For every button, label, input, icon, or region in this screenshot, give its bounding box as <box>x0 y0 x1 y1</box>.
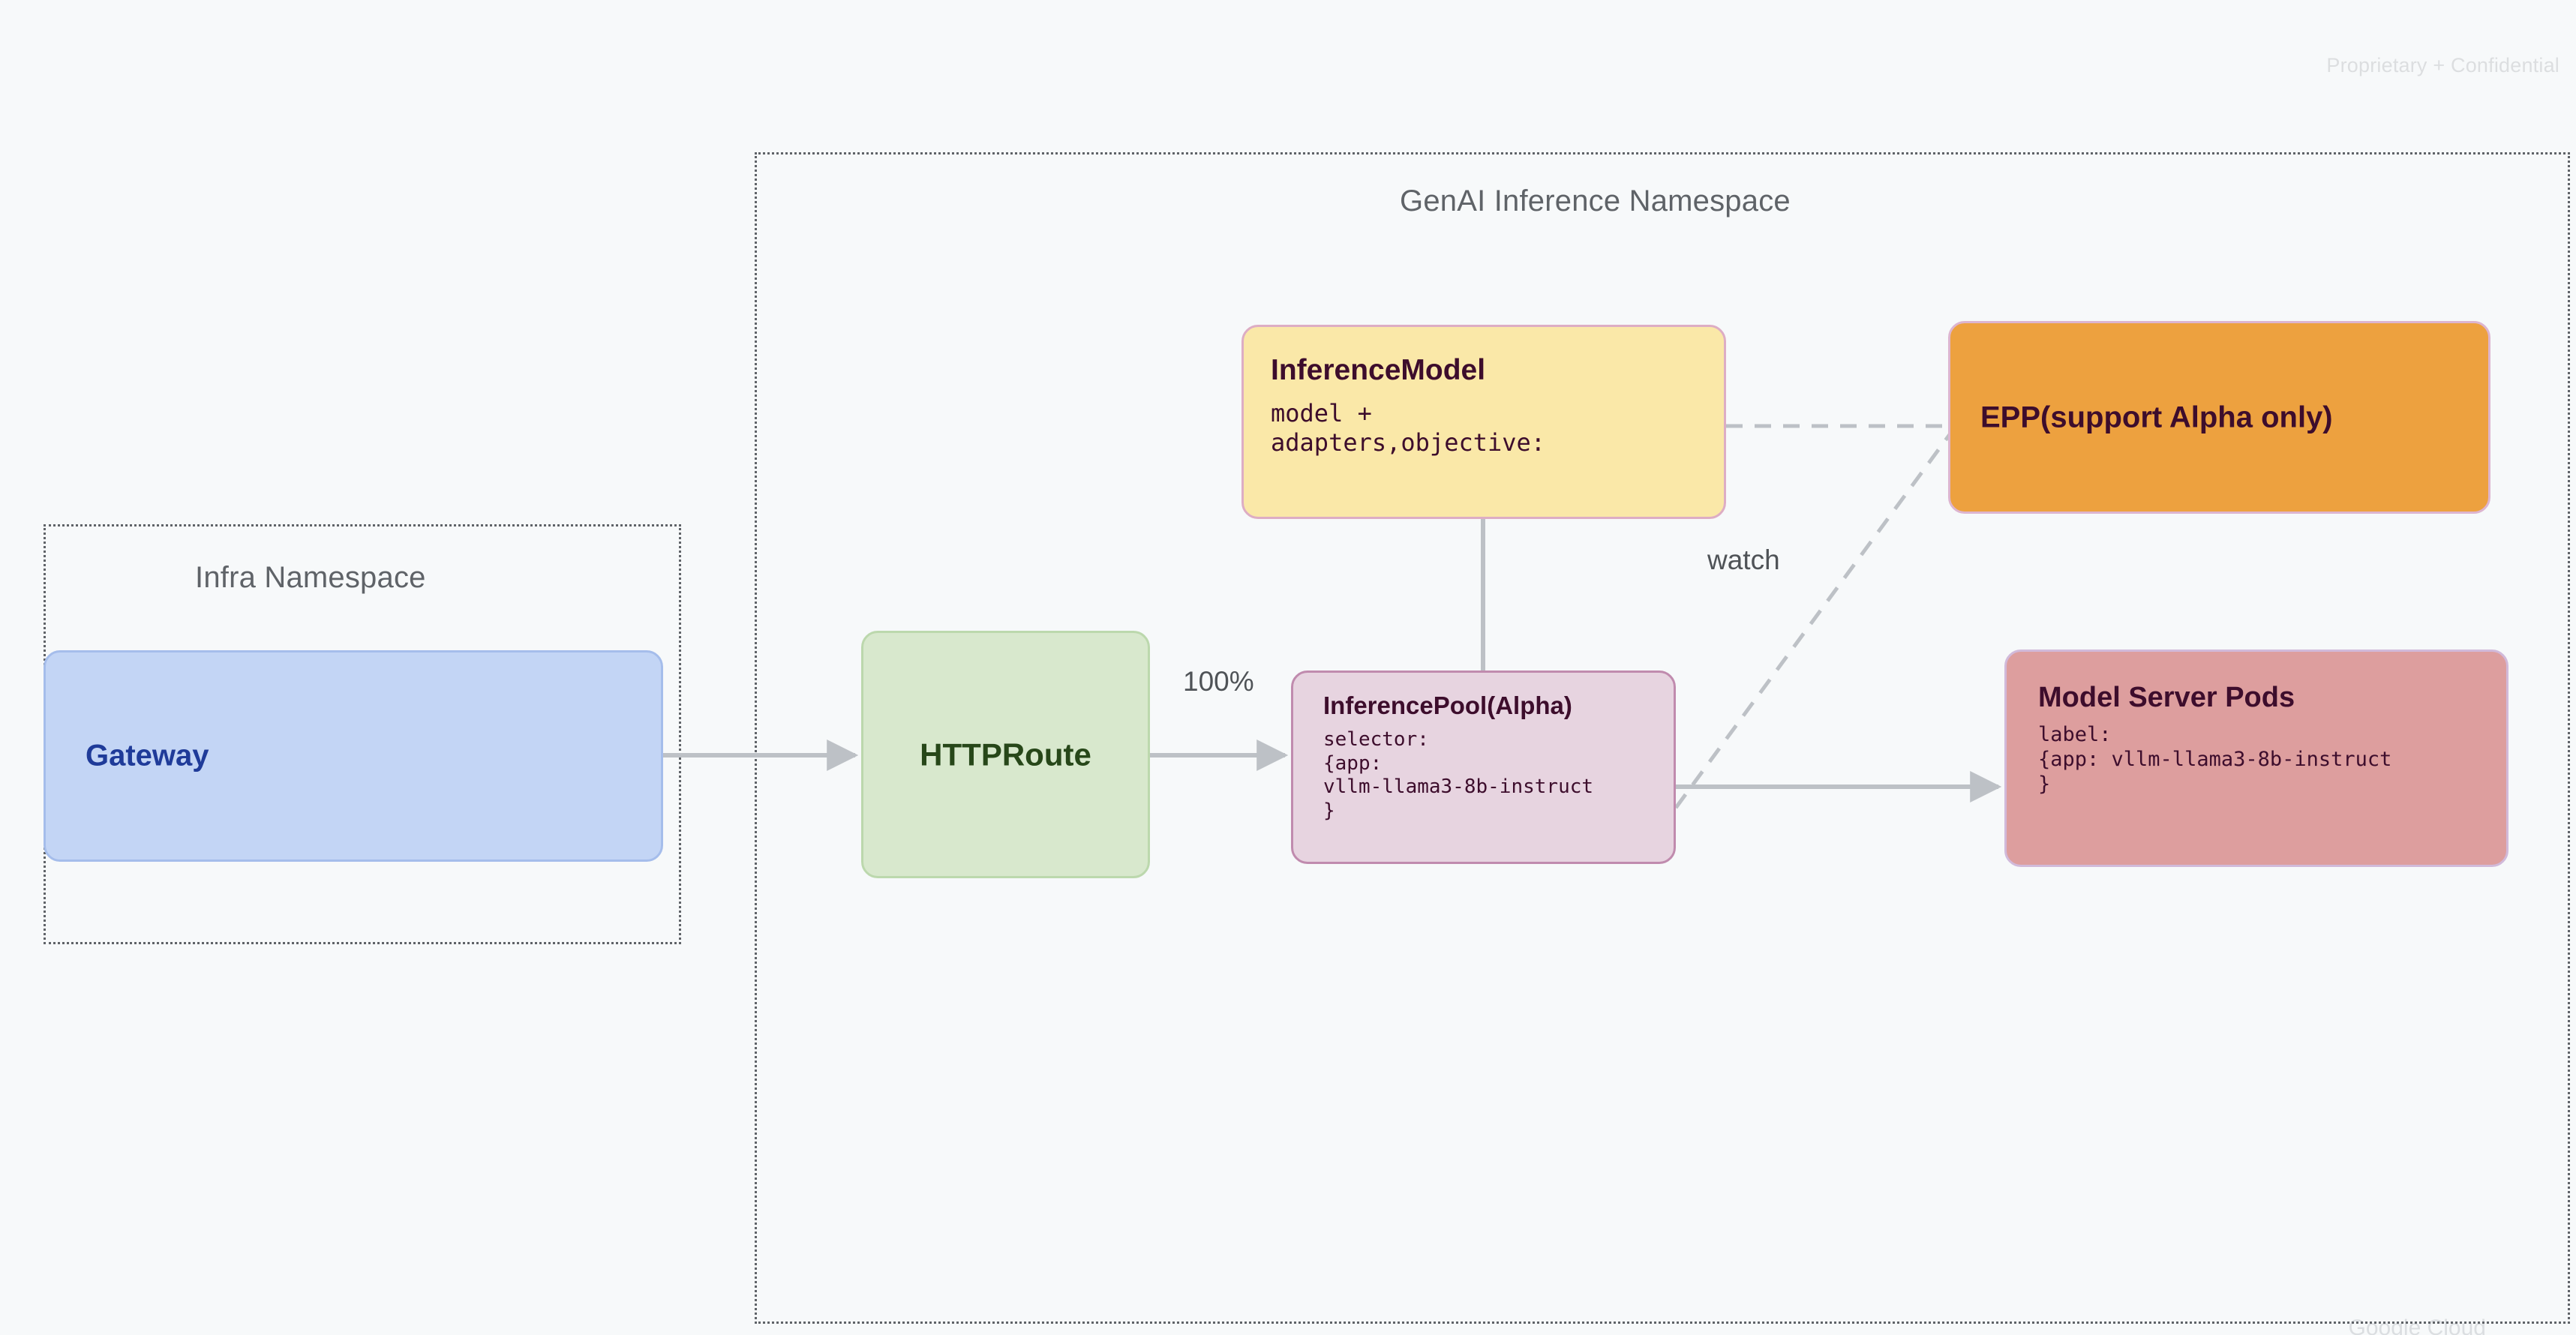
httproute-title: HTTPRoute <box>920 736 1091 772</box>
modelpods-spec: label: {app: vllm-llama3-8b-instruct } <box>2038 723 2392 796</box>
inferencemodel-title: InferenceModel <box>1271 354 1486 386</box>
confidential-watermark: Proprietary + Confidential <box>2326 54 2559 76</box>
edge-label-traffic-split: 100% <box>1183 666 1254 697</box>
genai-namespace-container <box>755 152 2570 1324</box>
epp-title: EPP(support Alpha only) <box>1980 400 2333 434</box>
node-inferencepool[interactable]: InferencePool(Alpha) selector: {app: vll… <box>1291 670 1676 864</box>
inferencepool-spec: selector: {app: vllm-llama3-8b-instruct … <box>1323 728 1594 823</box>
node-httproute[interactable]: HTTPRoute <box>861 631 1150 878</box>
google-cloud-watermark: Google Cloud <box>2348 1316 2486 1335</box>
inferencemodel-spec: model + adapters,objective: <box>1271 399 1546 458</box>
inferencepool-title: InferencePool(Alpha) <box>1323 692 1572 719</box>
genai-namespace-title: GenAI Inference Namespace <box>1400 184 1791 218</box>
node-gateway[interactable]: Gateway <box>44 650 663 862</box>
modelpods-title: Model Server Pods <box>2038 682 2295 713</box>
node-epp[interactable]: EPP(support Alpha only) <box>1948 321 2490 514</box>
gateway-title: Gateway <box>86 739 209 772</box>
infra-namespace-title: Infra Namespace <box>195 561 426 594</box>
node-model-server-pods[interactable]: Model Server Pods label: {app: vllm-llam… <box>2004 650 2508 867</box>
edge-label-watch: watch <box>1707 544 1780 575</box>
node-inferencemodel[interactable]: InferenceModel model + adapters,objectiv… <box>1241 325 1726 519</box>
